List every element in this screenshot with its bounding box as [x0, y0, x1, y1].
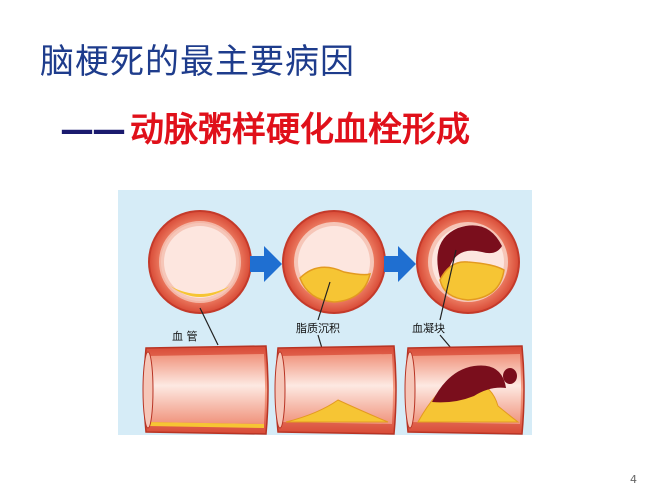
page-number: 4 — [630, 473, 637, 486]
subtitle-text: 动脉粥样硬化血栓形成 — [130, 110, 470, 150]
label-vessel: 血 管 — [172, 330, 198, 343]
longitudinal-lipid — [274, 345, 397, 435]
illustration-graphic — [142, 210, 525, 435]
slide-title: 脑梗死的最主要病因 — [40, 42, 355, 82]
slide-subtitle: ——动脉粥样硬化血栓形成 — [60, 108, 470, 152]
longitudinal-clot — [404, 345, 525, 435]
cross-section-clot — [416, 210, 520, 314]
progress-arrow-1 — [250, 246, 282, 282]
label-blood-clot: 血凝块 — [412, 322, 445, 335]
progress-arrow-2 — [384, 246, 416, 282]
cross-section-normal — [148, 210, 252, 314]
atherosclerosis-illustration: 血 管 脂质沉积 血凝块 — [118, 190, 532, 435]
longitudinal-normal — [142, 345, 269, 435]
label-lipid-deposit: 脂质沉积 — [296, 322, 340, 335]
cross-section-lipid — [282, 210, 386, 314]
subtitle-dash: —— — [60, 110, 126, 150]
